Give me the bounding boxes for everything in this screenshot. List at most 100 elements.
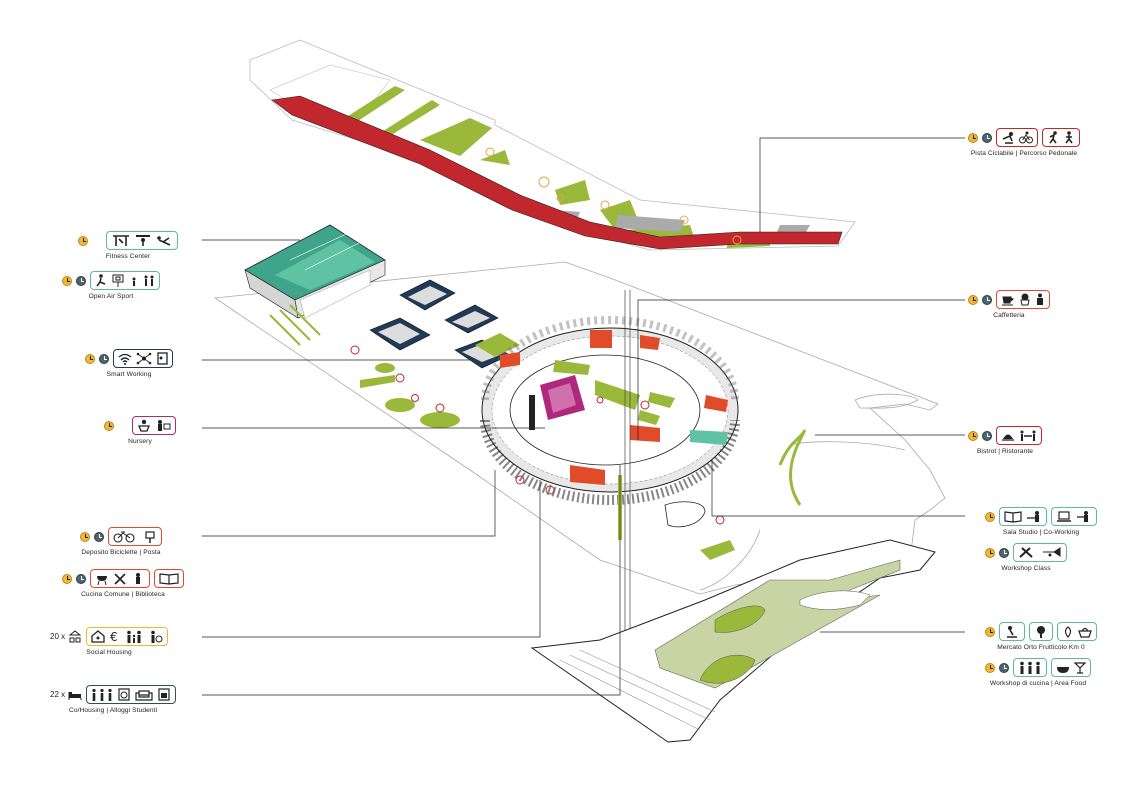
day-clock-icon [78, 235, 88, 246]
legend-caption: Deposito Biciclette | Posta [81, 549, 161, 556]
workshop-icon-box [1013, 543, 1067, 562]
legend-smart-working: Smart Working [85, 349, 173, 378]
sofa-icon [135, 690, 153, 701]
vegetable-icon [1064, 626, 1072, 638]
main-site-layer [213, 224, 946, 700]
night-clock-icon [99, 353, 109, 364]
legend-caption: Workshop di cucina | Area Food [989, 680, 1087, 687]
legend-mercato: Mercato Orto Frutticolo Km 0 [985, 622, 1097, 651]
percorso-icon-box [1042, 128, 1080, 147]
library-book-icon [159, 573, 179, 585]
wifi-icon [118, 353, 132, 365]
basket-icon [1078, 627, 1092, 638]
cocktail-icon [1074, 662, 1086, 674]
sala-studio-icon-box [999, 507, 1047, 526]
night-clock-icon [982, 430, 992, 441]
legend-caption: Mercato Orto Frutticolo Km 0 [997, 644, 1085, 651]
mailbox-icon [145, 531, 155, 543]
open-air-icon-box [90, 271, 160, 290]
legend-caffetteria: Caffetteria [968, 290, 1050, 319]
legend-caption: Co/Housing | Alloggi Studenti [68, 707, 158, 714]
legend-caption: Caffetteria [993, 312, 1025, 319]
stretch-icon [157, 236, 171, 246]
chef-icon [136, 573, 140, 584]
cucina-icon-box [90, 569, 150, 588]
night-clock-icon [76, 573, 86, 584]
legend-open-air-sport: Open Air Sport [62, 271, 160, 300]
caffetteria-icon-box [996, 290, 1050, 309]
night-clock-icon [999, 547, 1009, 558]
legend-caption: Sala Studio | Co-Working [1002, 529, 1080, 536]
legend-caption: Pista Ciclabile | Percorso Pedonale [970, 150, 1078, 157]
basketball-icon [112, 274, 124, 287]
coworking-icon-box [1051, 507, 1097, 526]
nursery-icon-box [132, 416, 176, 435]
night-clock-icon [982, 132, 992, 143]
tree-icon [1037, 626, 1045, 638]
legend-pista-ciclabile: Pista Ciclabile | Percorso Pedonale [968, 128, 1080, 157]
fitness-icon-box [106, 231, 178, 250]
legend-caption: Social Housing [86, 649, 132, 656]
night-clock-icon [76, 275, 86, 286]
bistrot-icon-box [996, 426, 1042, 445]
smart-working-icon-box [113, 349, 173, 368]
runner-icon [1049, 131, 1057, 144]
legend-workshop-class: Workshop Class [985, 543, 1067, 572]
legend-caption: Workshop Class [1001, 565, 1051, 572]
cloche-icon [1002, 434, 1014, 441]
tools-icon [1019, 547, 1033, 558]
deposito-icon-box [108, 527, 162, 546]
cutlery-icon [114, 573, 126, 585]
mercato-icon-box [999, 622, 1025, 641]
children-icon [144, 275, 154, 286]
night-clock-icon [94, 531, 104, 542]
bike-icon [113, 531, 135, 543]
skater-icon [1002, 132, 1013, 144]
group-icon [1020, 661, 1040, 674]
washing-machine-icon [118, 688, 130, 701]
dining-icon [1020, 430, 1036, 441]
legend-workshop-cucina: Workshop di cucina | Area Food [985, 658, 1091, 687]
day-clock-icon [62, 573, 72, 584]
legend-nursery: Nursery [104, 416, 176, 445]
day-clock-icon [104, 420, 114, 431]
legend-fitness-center: Fitness Center [78, 231, 178, 260]
legend-caption: Fitness Center [105, 253, 151, 260]
teacher-icon [158, 420, 171, 431]
muffin-icon [1020, 293, 1030, 306]
network-icon [136, 352, 152, 365]
food-bowl-icon [1057, 667, 1069, 673]
coffee-icon [1002, 296, 1014, 306]
tree-icon-box [1029, 622, 1053, 641]
legend-caption: Open Air Sport [88, 293, 134, 300]
desk-worker-icon [1077, 511, 1088, 522]
book-icon [1004, 511, 1022, 523]
cyclist-icon [1019, 131, 1033, 144]
day-clock-icon [985, 511, 995, 522]
legend-caption: Nursery [128, 438, 152, 445]
workshop-cucina-icon-box [1013, 658, 1047, 677]
night-clock-icon [999, 662, 1009, 673]
baby-icon [138, 419, 150, 432]
elderly-icon [151, 630, 163, 643]
legend-caption: Smart Working [106, 371, 152, 378]
kick-icon [96, 274, 106, 287]
legend-deposito-biciclette: Deposito Biciclette | Posta [80, 527, 162, 556]
pullup-icon [113, 235, 129, 246]
legend-cucina-comune: Cucina Comune | Biblioteca [62, 569, 184, 598]
night-clock-icon [982, 294, 992, 305]
pista-icon-box [996, 128, 1038, 147]
students-icon [92, 688, 112, 701]
tablet-icon [157, 352, 168, 365]
day-clock-icon [85, 353, 95, 364]
houses-icon [68, 630, 82, 643]
day-clock-icon [985, 547, 995, 558]
legend-cohousing: 22 x Co/Housing | Alloggi Studenti [50, 685, 177, 714]
day-clock-icon [968, 132, 978, 143]
euro-icon: € [110, 630, 118, 643]
multiplier: 20 x [50, 630, 82, 643]
legend-caption: Bistrot | Ristorante [976, 448, 1034, 455]
biblioteca-icon-box [154, 569, 184, 588]
cycle-path-layer [249, 39, 856, 251]
